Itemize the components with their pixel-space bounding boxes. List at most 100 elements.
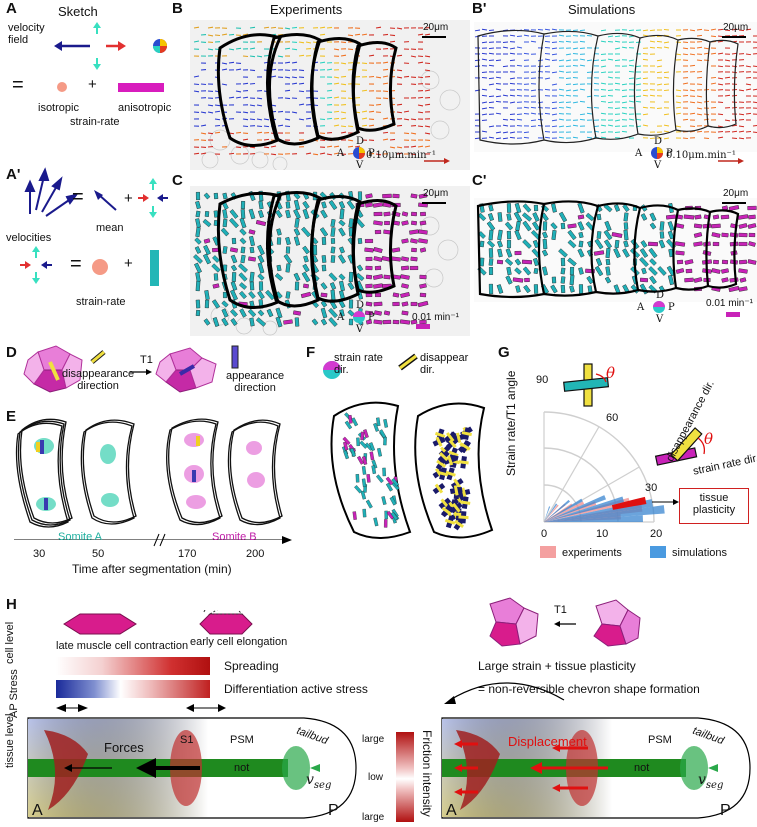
strain-bar <box>639 277 649 283</box>
velocity-arrow <box>333 76 340 79</box>
velocity-arrow <box>579 40 586 43</box>
velocity-arrow <box>193 83 200 86</box>
strain-bar <box>748 214 756 220</box>
strain-bar <box>488 248 494 258</box>
strain-bar <box>321 237 327 245</box>
velocity-arrow <box>424 55 431 58</box>
compass-d-cp: D <box>656 290 665 301</box>
velocity-arrow <box>717 125 724 128</box>
velocity-arrow <box>579 29 586 32</box>
velocity-arrow <box>696 76 703 79</box>
velocity-arrow <box>579 58 586 61</box>
strain-bar <box>623 229 629 241</box>
velocity-arrow <box>544 58 551 61</box>
velocity-arrow <box>298 118 305 121</box>
panel-letter-e: E <box>6 408 17 425</box>
strain-bar <box>623 222 629 230</box>
strain-bar <box>739 277 747 283</box>
velocity-arrow <box>382 97 389 100</box>
velocity-arrow <box>635 100 642 103</box>
velocity-arrow <box>502 118 509 121</box>
velocity-arrow <box>333 124 340 127</box>
strain-bar <box>409 265 419 271</box>
strain-bar <box>352 511 357 520</box>
tissue-diagram-displacement <box>441 717 751 819</box>
strain-bar <box>382 193 392 199</box>
velocity-arrow <box>600 71 607 74</box>
strain-bar <box>418 193 428 199</box>
strain-bar <box>375 292 381 298</box>
strain-bar <box>683 214 695 220</box>
anterior-label-right: A <box>446 802 457 819</box>
strain-bar <box>329 282 337 290</box>
strain-bar <box>506 239 512 249</box>
velocity-arrow <box>340 75 347 78</box>
tick-50: 50 <box>92 548 105 560</box>
strain-bar <box>365 301 373 307</box>
velocity-arrow <box>242 55 249 58</box>
panel-letter-a-prime: A' <box>6 166 21 183</box>
velocity-arrow <box>249 47 256 50</box>
strain-bar <box>366 474 371 483</box>
polar-bar <box>544 503 573 522</box>
velocity-arrow <box>389 40 396 43</box>
plasticity-arrow <box>652 499 679 505</box>
velocity-arrow <box>417 76 424 79</box>
velocity-arrow <box>600 53 607 56</box>
strain-bar <box>711 268 721 274</box>
elongating-cell-shape <box>199 613 253 635</box>
velocity-arrow <box>235 96 242 99</box>
velocity-arrow <box>635 65 642 68</box>
strain-bar <box>204 290 210 300</box>
strain-bar <box>603 229 613 241</box>
strain-bar <box>195 200 201 210</box>
velocity-arrow <box>375 26 382 29</box>
strain-bar <box>533 204 539 212</box>
strain-bar <box>229 209 239 219</box>
velocity-arrow <box>565 94 572 97</box>
velocity-arrow <box>572 89 579 92</box>
strain-bar <box>231 272 237 282</box>
velocity-arrow <box>207 111 214 114</box>
friction-label: Friction intensity <box>420 730 434 817</box>
velocity-arrow <box>628 29 635 32</box>
velocity-arrow <box>628 35 635 38</box>
velocity-arrow <box>200 124 207 127</box>
anisotropic-bar-2 <box>150 250 159 286</box>
strain-rate-label: strain-rate <box>70 116 120 128</box>
velocity-arrow <box>319 26 326 29</box>
strain-bar <box>569 266 575 276</box>
disappear-bar <box>453 478 462 489</box>
disappear-bar <box>444 518 456 525</box>
strain-bar <box>533 284 539 294</box>
strain-bar <box>477 212 487 222</box>
velocity-arrow <box>389 146 396 149</box>
strain-bar <box>240 254 246 264</box>
strain-bar <box>275 316 283 328</box>
strain-bar <box>373 517 379 527</box>
velocity-arrow <box>675 95 682 98</box>
strain-bar <box>675 268 685 274</box>
velocity-arrow <box>481 113 488 116</box>
legend-simulations: simulations <box>672 547 728 559</box>
strain-bar <box>613 247 621 259</box>
strain-bar <box>364 238 374 244</box>
velocity-arrow <box>382 131 389 134</box>
compass-p-c: P <box>368 312 375 323</box>
stress-direction-arrows <box>56 704 226 712</box>
velocity-arrow <box>656 59 663 62</box>
displacement-label: Displacement <box>508 734 587 749</box>
strain-bar <box>355 474 360 483</box>
panel-letter-a: A <box>6 0 17 17</box>
strain-bar <box>357 191 363 201</box>
velocity-arrow <box>277 55 284 58</box>
velocity-arrow <box>410 118 417 121</box>
strain-bar <box>321 201 327 209</box>
color-wheel-icon <box>153 39 167 53</box>
strain-bar <box>257 254 265 264</box>
strain-bar <box>649 275 657 285</box>
strain-bar <box>676 259 684 265</box>
strain-bar <box>729 277 739 283</box>
strain-bar <box>319 227 329 237</box>
strain-bar <box>659 231 665 239</box>
